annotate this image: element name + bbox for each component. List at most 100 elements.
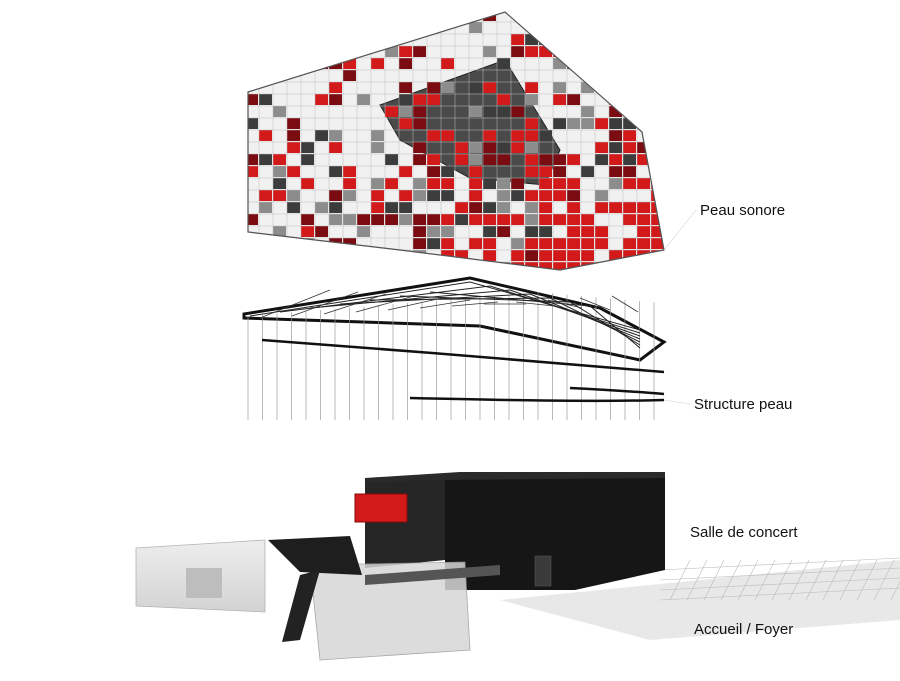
skin-panel xyxy=(665,214,678,225)
skin-panel xyxy=(483,154,496,165)
skin-panel xyxy=(343,250,356,261)
skin-panel xyxy=(385,214,398,225)
skin-panel xyxy=(399,58,412,69)
skin-panel xyxy=(497,190,510,201)
skin-panel xyxy=(287,118,300,129)
skin-panel xyxy=(441,166,454,177)
skin-panel xyxy=(581,214,594,225)
skin-panel xyxy=(609,58,622,69)
skin-panel xyxy=(483,130,496,141)
skin-panel xyxy=(567,238,580,249)
skin-panel xyxy=(609,154,622,165)
skin-panel xyxy=(497,106,510,117)
skin-panel xyxy=(287,12,300,21)
skin-panel xyxy=(651,202,664,213)
skin-panel xyxy=(343,166,356,177)
skin-panel xyxy=(595,154,608,165)
skin-panel xyxy=(511,190,524,201)
skin-panel xyxy=(511,178,524,189)
skin-panel xyxy=(497,154,510,165)
skin-panel xyxy=(525,82,538,93)
skin-panel xyxy=(399,262,412,270)
skin-panel xyxy=(273,106,286,117)
skin-panel xyxy=(399,166,412,177)
skin-panel xyxy=(665,262,678,273)
skin-panel xyxy=(567,154,580,165)
skin-panel xyxy=(371,214,384,225)
skin-panel xyxy=(609,142,622,153)
label-structure-peau: Structure peau xyxy=(694,396,793,413)
skin-panel xyxy=(651,154,664,165)
skin-panel xyxy=(553,178,566,189)
skin-panel xyxy=(567,250,580,261)
skin-panel xyxy=(399,106,412,117)
skin-panel xyxy=(259,22,272,33)
skin-panel xyxy=(329,202,342,213)
skin-panel xyxy=(469,142,482,153)
skin-panel xyxy=(441,82,454,93)
skin-panel xyxy=(581,12,594,21)
skin-panel xyxy=(553,214,566,225)
skin-panel xyxy=(357,274,370,285)
skin-panel xyxy=(665,190,678,201)
skin-panel xyxy=(539,238,552,249)
skin-panel xyxy=(329,190,342,201)
skin-panel xyxy=(665,142,678,153)
skin-panel xyxy=(609,202,622,213)
skin-panel xyxy=(581,238,594,249)
skin-panel xyxy=(455,250,468,261)
skin-panel xyxy=(273,178,286,189)
skin-panel xyxy=(455,262,468,270)
skin-panel xyxy=(539,250,552,261)
skin-panel xyxy=(455,214,468,225)
skin-panel xyxy=(497,142,510,153)
skin-panel xyxy=(637,58,650,69)
skin-panel xyxy=(511,142,524,153)
skin-panel xyxy=(511,130,524,141)
skin-panel xyxy=(665,238,678,249)
skin-panel xyxy=(497,94,510,105)
skin-panel xyxy=(525,12,538,21)
skin-panel xyxy=(248,238,258,249)
skin-panel xyxy=(539,226,552,237)
skin-panel xyxy=(248,154,258,165)
skin-panel xyxy=(248,166,258,177)
skin-panel xyxy=(248,58,258,69)
skin-panel xyxy=(287,202,300,213)
skin-panel xyxy=(525,142,538,153)
skin-panel xyxy=(637,262,650,270)
structure-beam-3 xyxy=(409,396,665,403)
skin-panel xyxy=(609,262,622,270)
skin-panel xyxy=(259,154,272,165)
skin-panel xyxy=(651,226,664,237)
skin-panel xyxy=(301,22,314,33)
skin-panel xyxy=(637,238,650,249)
skin-panel xyxy=(259,202,272,213)
skin-panel xyxy=(273,58,286,69)
skin-panel xyxy=(259,94,272,105)
skin-panel xyxy=(525,226,538,237)
foyer-dark-canopy xyxy=(268,536,362,575)
skin-panel xyxy=(427,178,440,189)
skin-panel xyxy=(525,214,538,225)
skin-panel xyxy=(623,202,636,213)
skin-panel xyxy=(427,238,440,249)
skin-panel xyxy=(385,106,398,117)
skin-panel xyxy=(343,190,356,201)
skin-panel xyxy=(623,58,636,69)
label-accueil-foyer: Accueil / Foyer xyxy=(694,621,794,638)
skin-panel xyxy=(665,94,678,105)
skin-panel xyxy=(329,166,342,177)
skin-panel xyxy=(637,250,650,261)
skin-panel xyxy=(511,238,524,249)
skin-panel xyxy=(427,12,440,21)
skin-panel xyxy=(609,118,622,129)
skin-panel xyxy=(609,94,622,105)
skin-panel xyxy=(371,142,384,153)
skin-panel xyxy=(273,154,286,165)
skin-panel xyxy=(287,130,300,141)
skin-panel xyxy=(343,70,356,81)
skin-panel xyxy=(553,250,566,261)
skin-panel xyxy=(413,106,426,117)
